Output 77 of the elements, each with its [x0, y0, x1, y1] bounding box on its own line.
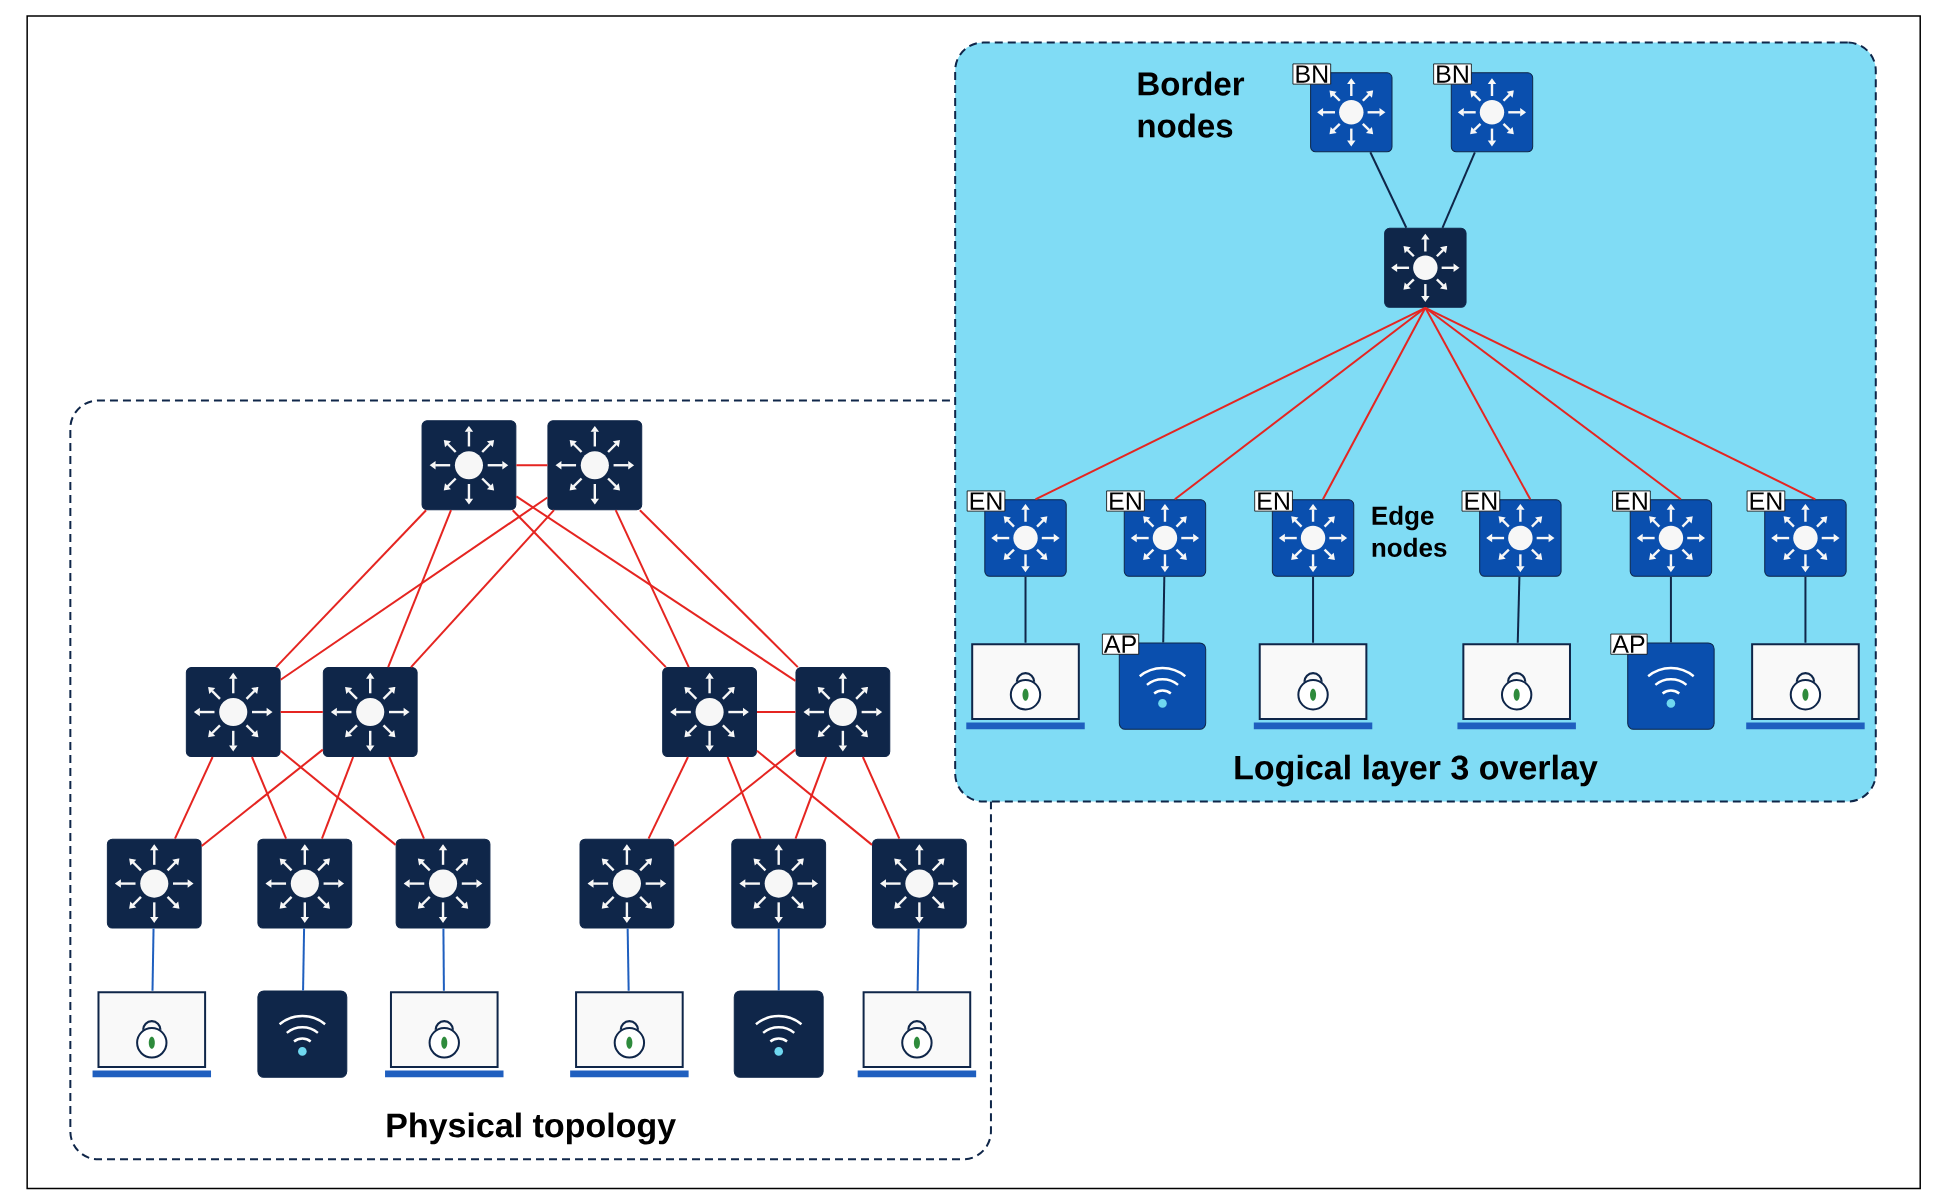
connector-line: [1424, 306, 1817, 501]
connector-line: [626, 927, 630, 992]
node-tag: BN: [1433, 63, 1472, 85]
laptop-icon: [1746, 643, 1865, 730]
access-point-icon: [733, 990, 824, 1078]
laptop-icon: [385, 991, 504, 1078]
connector-line: [1024, 575, 1027, 644]
connector-line: [673, 748, 797, 847]
switch-icon: [579, 838, 675, 929]
switch-icon: [547, 420, 643, 511]
switch-icon: [106, 838, 202, 929]
connector-line: [1804, 575, 1807, 644]
switch-icon: [662, 667, 757, 757]
connector-line: [1162, 575, 1166, 644]
connector-line: [387, 509, 452, 668]
connector-line: [647, 755, 689, 840]
connector-line: [302, 927, 306, 992]
connector-line: [1321, 306, 1427, 501]
connector-line: [1424, 306, 1682, 501]
laptop-icon: [1457, 643, 1576, 730]
node-tag: AP: [1101, 633, 1140, 655]
connector-line: [1173, 306, 1427, 501]
connector-line: [1441, 151, 1476, 229]
laptop-icon: [1253, 643, 1373, 730]
node-tag: EN: [1106, 490, 1145, 512]
connector-line: [279, 496, 549, 681]
connector-line: [511, 509, 667, 668]
connector-line: [794, 755, 828, 840]
switch-icon: [1384, 227, 1467, 308]
laptop-icon: [92, 991, 212, 1078]
node-tag: EN: [1254, 490, 1293, 512]
connector-line: [200, 748, 324, 847]
switch-icon: [421, 420, 517, 511]
connector-line: [726, 755, 762, 840]
switch-icon: [322, 667, 418, 757]
connector-line: [777, 927, 780, 992]
node-tag: AP: [1610, 633, 1648, 655]
connector-line: [388, 755, 425, 840]
connector-line: [1369, 151, 1408, 229]
node-tag: EN: [966, 490, 1006, 512]
switch-icon: [395, 838, 491, 929]
connector-line: [638, 509, 799, 668]
connector-line: [279, 710, 324, 713]
connector-line: [1424, 306, 1532, 501]
node-tag: BN: [1292, 63, 1332, 85]
access-point-icon: [257, 990, 348, 1078]
connector-line: [173, 755, 214, 840]
laptop-icon: [966, 643, 1085, 730]
laptop-icon: [570, 991, 689, 1078]
switch-icon: [795, 667, 891, 757]
connector-line: [861, 755, 901, 840]
connector-line: [1312, 575, 1315, 644]
connector-line: [1669, 575, 1672, 644]
switch-icon: [731, 838, 827, 929]
connector-line: [756, 749, 873, 846]
switch-icon: [872, 838, 967, 929]
connector-line: [151, 927, 155, 992]
annotation-text: Border nodes: [1138, 71, 1245, 138]
connector-line: [279, 749, 397, 846]
connector-line: [410, 509, 555, 668]
connector-line: [251, 755, 288, 840]
switch-icon: [185, 667, 281, 757]
annotation-text: Edge nodes: [1372, 505, 1447, 557]
connector-line: [916, 927, 920, 992]
switch-icon: [257, 838, 353, 929]
node-tag: EN: [1746, 490, 1786, 512]
laptop-icon: [857, 991, 977, 1078]
connector-line: [614, 509, 690, 668]
connector-line: [756, 710, 797, 713]
connector-line: [320, 755, 355, 840]
connector-line: [442, 927, 445, 992]
connector-line: [1516, 575, 1521, 644]
connector-line: [515, 495, 797, 682]
connector-line: [275, 509, 428, 668]
connector-line: [515, 464, 549, 467]
node-tag: EN: [1612, 490, 1651, 512]
node-tag: EN: [1461, 490, 1501, 512]
